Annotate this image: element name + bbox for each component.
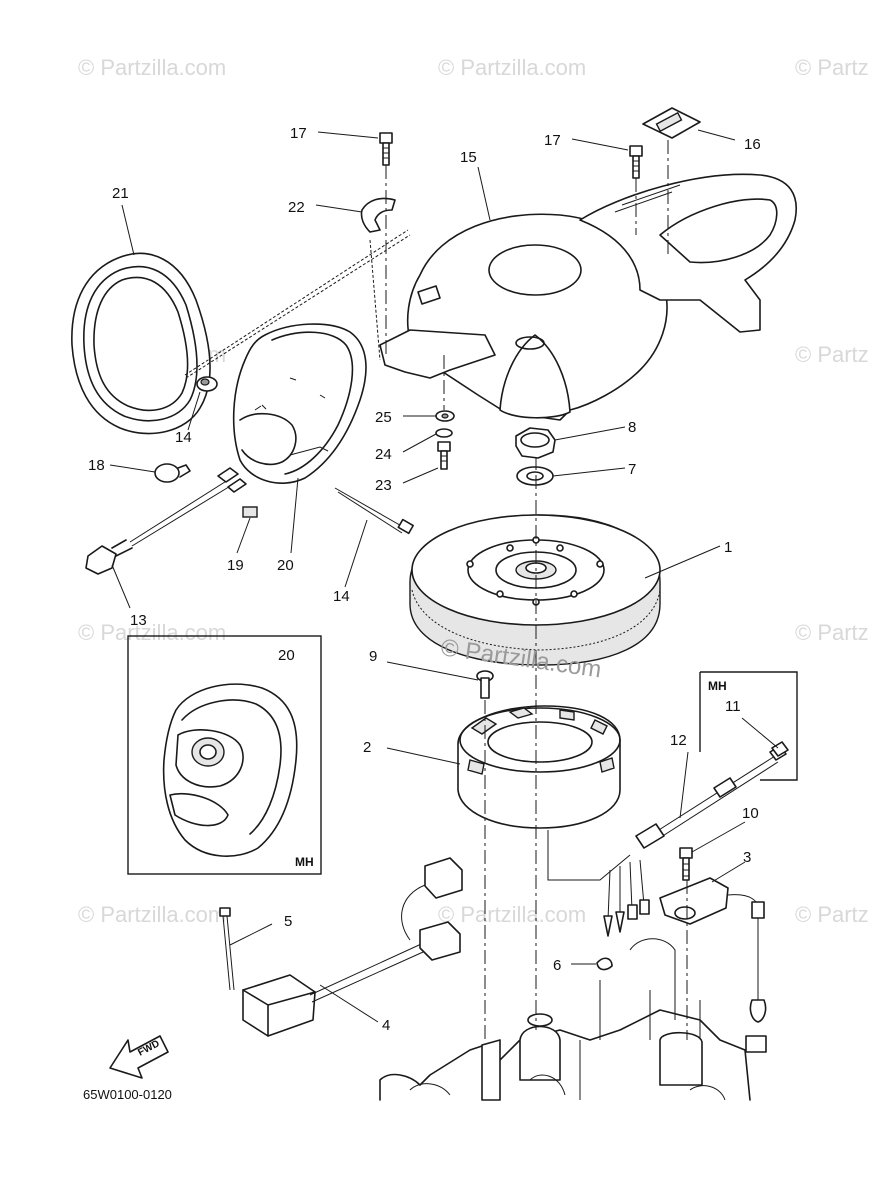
callout-6: 6 [553, 957, 561, 974]
callout-16: 16 [744, 136, 761, 153]
part-20-silencer [232, 323, 367, 484]
part-19-label [242, 506, 258, 518]
part-14-cable-tie [334, 487, 414, 535]
watermark: © Partzilla.com [438, 55, 586, 80]
part-13-sensor [85, 467, 247, 575]
callout-9: 9 [369, 648, 377, 665]
part-8-nut [515, 427, 556, 459]
watermark: © Partzilla.com [78, 902, 226, 927]
callout-23: 23 [375, 477, 392, 494]
part-23-bolt [437, 441, 451, 470]
inset-mh-left: MH [127, 635, 322, 875]
part-15-flywheel-cover [379, 173, 797, 421]
stator-leads [547, 830, 650, 937]
callout-3: 3 [743, 849, 751, 866]
watermark: © Partzilla.com [795, 342, 869, 367]
callout-13: 13 [130, 612, 147, 629]
engine-block [379, 938, 751, 1101]
part-4-harness [242, 857, 463, 1037]
inset-mh-right: MH [699, 671, 798, 781]
part-code: 65W0100-0120 [83, 1087, 172, 1102]
callout-8: 8 [628, 419, 636, 436]
callout-4: 4 [382, 1017, 390, 1034]
part-22-clip [360, 197, 396, 233]
callout-10: 10 [742, 805, 759, 822]
part-6-clip [596, 957, 613, 971]
callout-14: 14 [175, 429, 192, 446]
part-14-clip [196, 376, 218, 392]
part-12-wire [635, 745, 787, 849]
part-11-terminal [771, 741, 789, 757]
callout-21: 21 [112, 185, 129, 202]
callout-7: 7 [628, 461, 636, 478]
watermark: © Partzilla.com [795, 902, 869, 927]
callout-15: 15 [460, 149, 477, 166]
callout-11: 11 [725, 698, 741, 715]
part-3-pulser [659, 877, 767, 1053]
part-17-bolt-right [629, 145, 643, 179]
part-16-seal [642, 107, 701, 139]
callout-5: 5 [284, 913, 292, 930]
callout-20: 20 [277, 557, 294, 574]
part-5-cable-tie [219, 907, 235, 991]
watermark: © Partzilla.com [795, 620, 869, 645]
part-17-bolt-left [379, 132, 393, 166]
callout-18: 18 [88, 457, 105, 474]
callout-17: 17 [290, 125, 307, 142]
callout-24: 24 [375, 446, 392, 463]
part-21-gasket [71, 252, 211, 435]
callout-17: 17 [544, 132, 561, 149]
callout-2: 2 [363, 739, 371, 756]
watermark: © Partzilla.com [78, 620, 226, 645]
part-2-stator [457, 705, 621, 829]
callout-12: 12 [670, 732, 687, 749]
callout-20: 20 [278, 647, 295, 664]
callout-1: 1 [724, 539, 732, 556]
part-24-lock-washer [435, 428, 453, 438]
watermark: © Partzilla.com [438, 902, 586, 927]
callout-22: 22 [288, 199, 305, 216]
part-18-plug [154, 463, 191, 483]
inset-label-mh: MH [295, 855, 314, 869]
part-25-washer [435, 410, 455, 422]
leader-lines [109, 129, 779, 1023]
callouts: 17 17 16 15 21 22 25 8 14 24 18 7 23 1 1… [88, 125, 761, 1034]
fwd-arrow: FWD [109, 1035, 169, 1079]
watermark: © Partzilla.com [795, 55, 869, 80]
part-9-screw [476, 670, 494, 699]
watermark: © Partzilla.com [78, 55, 226, 80]
centerlines [385, 140, 688, 1040]
part-10-bolt [679, 847, 693, 881]
callout-25: 25 [375, 409, 392, 426]
part-7-washer [516, 466, 554, 486]
inset-label-mh-right: MH [708, 679, 727, 693]
callout-19: 19 [227, 557, 244, 574]
callout-14: 14 [333, 588, 350, 605]
